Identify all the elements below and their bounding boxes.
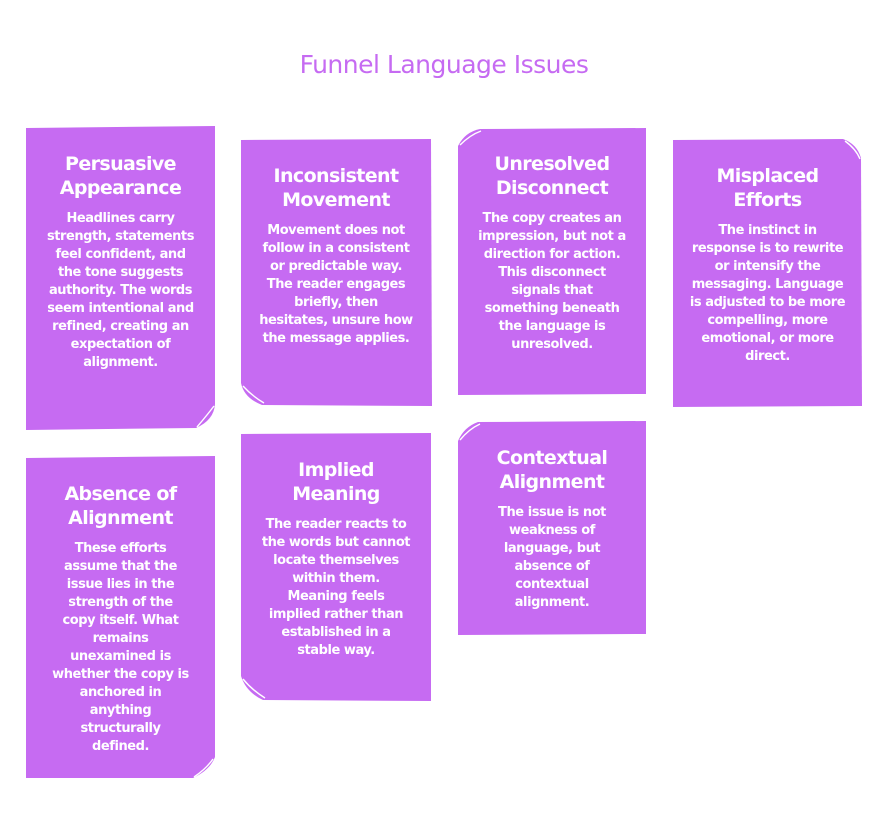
note-misplaced-efforts: Misplaced Efforts The instinct in respon… — [673, 164, 862, 366]
note-curl-contextual-alignment — [459, 423, 481, 441]
note-heading: Absence of Alignment — [64, 483, 177, 529]
note-shape-unresolved-disconnect — [458, 128, 646, 395]
note-body: The copy creates an impression, but not … — [478, 211, 626, 352]
note-body: The instinct in response is to rewrite o… — [689, 223, 846, 364]
note-shape-misplaced-efforts — [673, 139, 862, 407]
note-curl-inconsistent-movement — [242, 385, 265, 404]
note-implied-meaning: Implied Meaning The reader reacts to the… — [241, 458, 431, 660]
note-curl-absence-of-alignment — [193, 758, 214, 778]
note-body: Movement does not follow in a consistent… — [259, 223, 413, 346]
note-curl-unresolved-disconnect — [459, 130, 482, 146]
note-absence-of-alignment: Absence of Alignment These efforts assum… — [26, 482, 215, 756]
note-inconsistent-movement: Inconsistent Movement Movement does not … — [241, 164, 431, 348]
note-body: These efforts assume that the issue lies… — [52, 541, 189, 754]
note-curl-implied-meaning — [242, 678, 266, 699]
note-body: The issue is not weakness of language, b… — [498, 505, 606, 610]
note-heading: Contextual Alignment — [496, 447, 608, 493]
note-shape-persuasive-appearance — [26, 126, 215, 430]
note-heading: Implied Meaning — [292, 459, 380, 505]
note-heading: Persuasive Appearance — [59, 153, 182, 199]
note-heading: Unresolved Disconnect — [494, 153, 611, 199]
note-shape-implied-meaning — [241, 433, 431, 701]
note-curl-persuasive-appearance — [196, 405, 215, 428]
note-heading: Inconsistent Movement — [273, 165, 400, 211]
note-persuasive-appearance: Persuasive Appearance Headlines carry st… — [26, 152, 215, 372]
note-shape-inconsistent-movement — [241, 139, 432, 406]
note-shape-contextual-alignment — [458, 421, 646, 635]
note-body: The reader reacts to the words but canno… — [261, 517, 411, 658]
note-shape-absence-of-alignment — [26, 456, 215, 778]
note-contextual-alignment: Contextual Alignment The issue is not we… — [458, 446, 646, 612]
note-body: Headlines carry strength, statements fee… — [46, 211, 194, 370]
note-unresolved-disconnect: Unresolved Disconnect The copy creates a… — [458, 152, 646, 354]
diagram-title: Funnel Language Issues — [299, 50, 589, 79]
note-heading: Misplaced Efforts — [716, 165, 819, 211]
note-curl-misplaced-efforts — [844, 140, 861, 160]
